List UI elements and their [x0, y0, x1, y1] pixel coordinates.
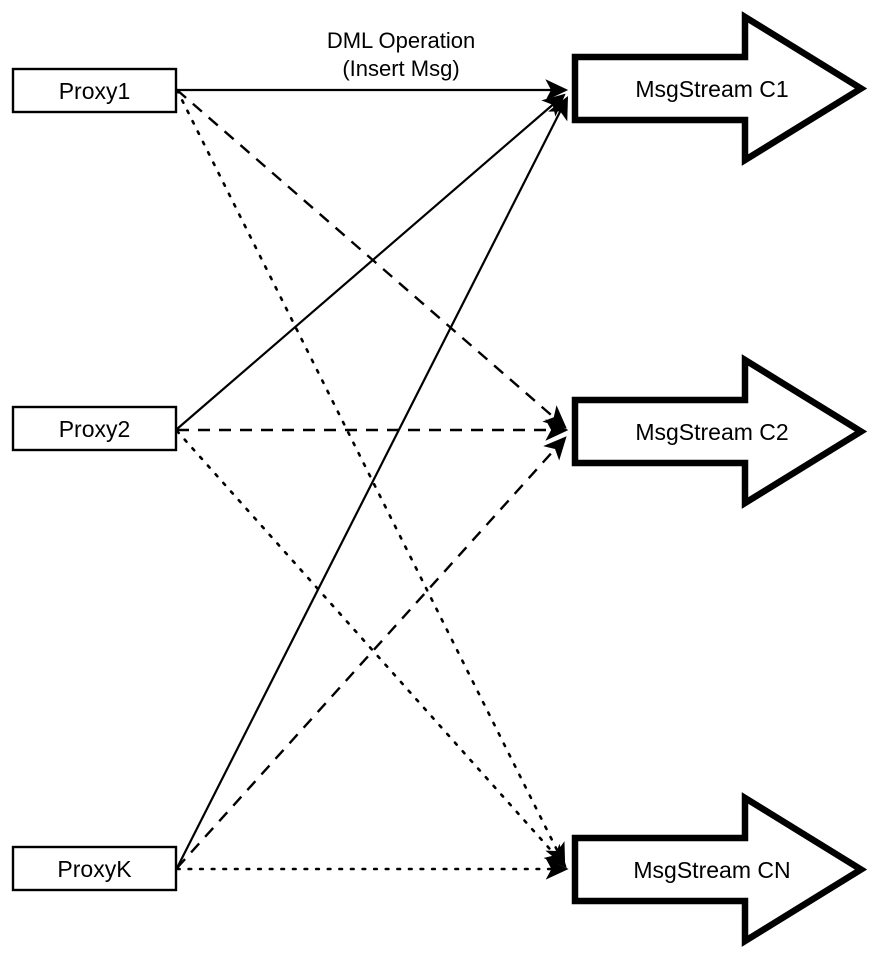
msgstream-node-c1[interactable]: MsgStream C1: [571, 11, 868, 166]
msgstream-c1-label: MsgStream C1: [635, 76, 788, 102]
proxyk-box[interactable]: [11, 845, 178, 892]
edge-proxy1-to-stream-cn: [175, 88, 566, 867]
msgstream-c2-label: MsgStream C2: [635, 419, 788, 445]
msgstream-c2-arrow-shape[interactable]: [571, 354, 868, 509]
msgstream-cn-arrow-shape[interactable]: [571, 792, 868, 947]
edge-proxyk-to-stream-c1: [176, 96, 568, 869]
edge-label-line-1: DML Operation: [327, 28, 475, 53]
proxy1-label: Proxy1: [59, 78, 131, 104]
proxy-node-proxy2[interactable]: Proxy2: [11, 405, 178, 452]
proxyk-label: ProxyK: [57, 856, 132, 882]
proxy-node-proxy1[interactable]: Proxy1: [11, 67, 178, 114]
msgstream-cn-label: MsgStream CN: [633, 857, 790, 883]
msgstream-nodes: MsgStream C1 MsgStream C2 MsgStream CN: [571, 11, 868, 947]
msgstream-c1-arrow-shape[interactable]: [571, 11, 868, 166]
edge-label-line-2: (Insert Msg): [342, 56, 459, 81]
proxy2-label: Proxy2: [59, 416, 131, 442]
connection-edges: [175, 79, 569, 880]
edge-proxy2-to-stream-c1: [176, 93, 566, 430]
edge-proxyk-to-stream-c2: [176, 436, 567, 869]
edge-label-dml-operation: DML Operation (Insert Msg): [327, 28, 475, 81]
proxy1-box[interactable]: [11, 67, 178, 114]
msgstream-node-cn[interactable]: MsgStream CN: [571, 792, 868, 947]
proxy2-box[interactable]: [11, 405, 178, 452]
edge-proxy2-to-stream-cn: [175, 429, 567, 868]
proxy-node-proxyk[interactable]: ProxyK: [11, 845, 178, 892]
msgstream-node-c2[interactable]: MsgStream C2: [571, 354, 868, 509]
edge-proxy1-to-stream-c2: [176, 89, 567, 429]
proxy-nodes: Proxy1 Proxy2 ProxyK: [11, 67, 178, 892]
